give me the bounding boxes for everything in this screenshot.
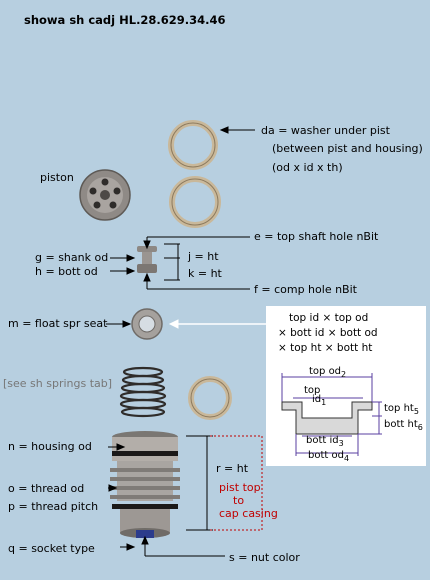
page-title: showa sh cadj HL.28.629.34.46 (24, 13, 226, 27)
seat-formula-line3: × top ht × bott ht (278, 342, 373, 354)
washer-da-top (168, 120, 218, 170)
float-spring-seat (131, 308, 163, 340)
label-m: m = float spr seat (8, 317, 108, 330)
label-piston: piston (40, 171, 74, 184)
label-g: g = shank od (35, 251, 109, 264)
seat-bott-od: bott od4 (308, 450, 350, 463)
seat-top-id-2: id1 (312, 394, 327, 407)
seat-formula-line1: top id × top od (289, 312, 369, 324)
washer-spring (188, 376, 232, 420)
label-cap-casing: cap casing (219, 507, 278, 520)
seat-top-od: top od2 (309, 366, 347, 379)
seat-formula-line2: × bott id × bott od (278, 327, 378, 339)
pist-top-bracket (210, 435, 263, 531)
label-da: da = washer under pist (261, 124, 390, 137)
label-r: r = ht (216, 462, 249, 475)
washer-da-bottom (169, 176, 221, 228)
label-see-springs[interactable]: [see sh springs tab] (3, 377, 113, 390)
leader-lines (106, 126, 255, 557)
label-n: n = housing od (8, 440, 92, 453)
seat-cross-section (281, 373, 382, 456)
label-k: k = ht (188, 267, 222, 280)
label-q: q = socket type (8, 542, 95, 555)
label-da-dims: (od x id x th) (272, 161, 343, 174)
label-da-detail: (between pist and housing) (272, 142, 423, 155)
seat-top-ht: top ht5 (384, 403, 419, 416)
label-f: f = comp hole nBit (254, 283, 357, 296)
seat-top-id: top (304, 385, 321, 396)
label-p: p = thread pitch (8, 500, 99, 513)
shaft-bolt (137, 246, 157, 273)
label-pist-top: pist top (219, 481, 261, 494)
piston (79, 169, 131, 221)
seat-bott-ht: bott ht6 (384, 419, 423, 432)
label-s: s = nut color (229, 551, 300, 564)
label-h: h = bott od (35, 265, 98, 278)
label-j: j = ht (188, 250, 219, 263)
seat-dimension-box: top id × top od × bott id × bott od × to… (266, 306, 426, 466)
spring (119, 366, 167, 418)
seat-bott-id: bott id3 (306, 435, 344, 448)
housing (110, 431, 180, 538)
label-e: e = top shaft hole nBit (254, 230, 379, 243)
seat-box-arrow (168, 319, 266, 329)
label-o: o = thread od (8, 482, 85, 495)
label-pist-top-to: to (233, 494, 245, 507)
